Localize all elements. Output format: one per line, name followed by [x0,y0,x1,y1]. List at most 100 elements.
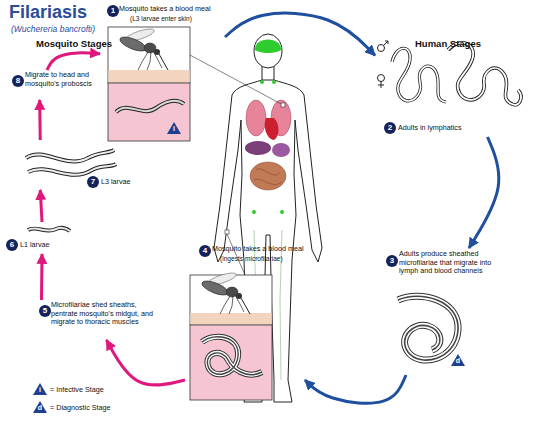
larva-box [167,122,181,134]
human-figure [250,162,286,190]
l1-larva [28,228,70,231]
human-figure [262,66,263,81]
site-marker [281,103,285,107]
legend-text: = Infective Stage [50,385,104,394]
step-text: Adults produce sheathed microfilariae th… [399,250,495,276]
human-figure [272,80,276,84]
microfilaria-box [190,325,272,400]
cycle-arrow [40,190,42,222]
microfilaria-box [202,337,262,375]
stage-step: 6L1 larvae [3,222,78,254]
human-figure [255,40,281,54]
mosquito-box [190,313,271,325]
mosquito-box [108,27,190,83]
adult-worms [392,48,446,102]
larva-box [108,83,190,141]
legend-item: = Infective Stage [50,385,104,394]
section-heading: Human Stages [415,38,481,49]
step-text: Migrate to head and mosquito's proboscis [25,71,105,88]
step-number: 4 [199,245,211,257]
cycle-arrow [38,100,42,140]
adult-worms [384,41,389,46]
human-figure [252,210,256,214]
legend-text: = Diagnostic Stage [50,403,111,412]
human-figure [260,80,264,84]
larva-box [116,101,184,112]
l1-larva [28,228,70,231]
legend-symbol [33,383,47,395]
mosquito-box [190,271,272,325]
l3-larvae [26,150,114,161]
human-figure [245,141,271,155]
step-number: 1 [107,5,119,17]
cycle-arrow [305,375,406,403]
step-text: (L3 larvae enter skin) [130,15,192,24]
stage-step: 4Mosquito takes a blood meal(ingests mic… [185,244,305,404]
mosquito-box [108,70,189,83]
microfilaria-box [202,337,262,375]
l3-larvae [28,164,116,175]
adult-worms [378,41,521,105]
cycle-arrow [469,137,499,248]
human-figure [272,143,290,157]
adult-worms [448,43,521,105]
stage-step: 8Migrate to head and mosquito's probosci… [5,70,110,100]
subtitle: (Wuchereria bancrofti) [11,24,95,34]
adult-worms [378,45,385,52]
step-number: 6 [6,239,18,251]
microfilaria [398,296,458,360]
larva-box [108,83,190,141]
step-text: L3 larvae [101,178,151,187]
step-text: L1 larvae [20,241,75,250]
step-number: 8 [12,75,24,87]
human-figure [265,118,279,140]
legend-symbol [33,401,47,413]
microfilaria-box [190,325,272,400]
l1-larva [28,228,70,231]
section-heading: Mosquito Stages [36,38,112,49]
legend-symbol [33,383,47,413]
stage-marker-letter: i [169,125,179,133]
adult-worms [448,43,521,105]
adult-worms [378,82,384,89]
step-number: 3 [386,255,398,267]
human-figure [246,100,266,136]
cycle-arrow [40,254,44,300]
cycle-arrow [107,340,186,385]
stage-marker-letter: i [35,386,45,394]
stage-step: 5Microfilariae shed sheaths, pentrate mo… [35,300,165,340]
mosquito-box [108,27,190,83]
human-figure [280,210,284,214]
legend-item: = Diagnostic Stage [50,403,111,412]
leader-line [227,234,245,275]
l3-larvae [26,150,114,161]
l3-larvae [28,164,116,175]
microfilaria [398,296,458,360]
step-number: 5 [39,305,51,317]
step-text: (ingests microfilariae) [220,255,283,264]
step-text: Mosquito takes a blood meal [212,245,304,254]
microfilaria [398,296,458,360]
stage-marker-letter: d [453,357,463,365]
stage-step: 7L3 larvae [20,140,155,190]
step-text: Mosquito takes a blood meal [119,5,211,14]
cycle-arrow [47,53,100,70]
cycle-arrow [225,13,375,55]
step-text: Microfilariae shed sheaths, pentrate mos… [51,301,159,327]
site-marker [225,230,229,234]
microfilaria [451,354,465,366]
human-figure [254,34,282,68]
stage-step: 2Adults in lymphatics [375,35,525,137]
microfilaria [398,296,465,366]
diagram-title: Filariasis [9,2,87,23]
adult-worms [378,75,385,82]
step-number: 2 [384,122,396,134]
stage-step: 3Adults produce sheathed microfilariae t… [385,248,525,375]
human-figure [254,169,282,185]
l3-larvae [26,150,116,175]
stage-step: 1Mosquito takes a blood meal(L3 larvae e… [100,2,225,142]
human-figure [274,66,275,81]
leader-line [190,55,283,105]
step-number: 7 [87,176,99,188]
